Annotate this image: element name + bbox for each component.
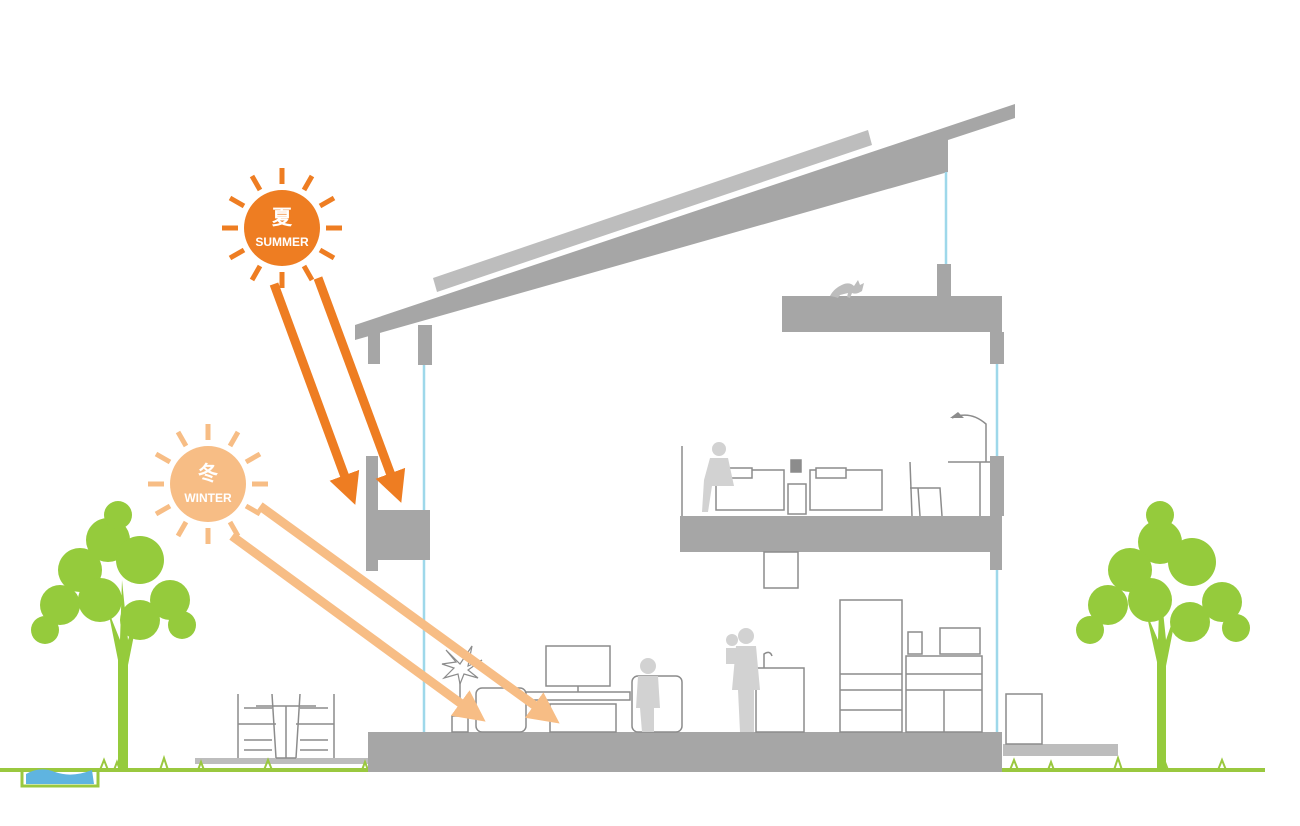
ceiling-duct — [763, 551, 799, 589]
outdoor-ac-unit — [1005, 693, 1043, 745]
people-ground-floor — [636, 628, 760, 732]
tv-stand — [525, 691, 631, 701]
summer-rays — [269, 276, 406, 505]
glazing — [422, 172, 999, 732]
tv-screen — [545, 645, 611, 687]
clerestory-post — [937, 264, 951, 298]
ground-floor-slab — [368, 732, 1002, 772]
summer-sun: 夏 SUMMER — [222, 168, 342, 288]
winter-sun: 冬 WINTER — [148, 424, 268, 544]
winter-ray-1 — [229, 532, 486, 722]
summer-sun-rays-icon — [222, 168, 342, 288]
summer-ray-1 — [269, 282, 360, 505]
second-floor-slab — [680, 516, 1002, 570]
pond-water — [26, 769, 94, 784]
second-floor-wall-right — [990, 456, 1004, 516]
pond-edge — [0, 768, 100, 788]
terrace-ground-right — [1003, 744, 1118, 756]
summer-kanji: 夏 — [272, 205, 293, 229]
summer-label: SUMMER — [255, 235, 309, 249]
coffee-table — [549, 703, 617, 733]
desk-and-lamp — [948, 414, 990, 516]
rice-cooker — [907, 631, 923, 655]
child-silhouette — [636, 676, 660, 732]
microwave — [939, 627, 981, 655]
terrace-ground-left — [195, 758, 370, 764]
terrace-furniture — [237, 693, 335, 759]
kitchen-sink — [755, 667, 805, 733]
lamp-icon — [790, 459, 802, 473]
terrace-chair-right — [295, 693, 335, 759]
winter-sun-rays-icon — [148, 424, 268, 544]
summer-ray-2 — [313, 276, 406, 503]
winter-ray-2 — [257, 502, 560, 724]
roof-post-left — [368, 330, 380, 364]
loft-slab — [782, 296, 1002, 332]
winter-rays — [229, 502, 560, 724]
tree-left — [31, 501, 196, 770]
parent-with-baby — [732, 646, 760, 732]
winter-sun-disc — [170, 446, 246, 522]
house-structure — [355, 104, 1015, 772]
winter-kanji: 冬 — [198, 461, 218, 485]
living-furniture — [475, 599, 1043, 745]
roof-slab — [355, 104, 1015, 340]
summer-sun-disc — [244, 190, 320, 266]
terrace-table — [256, 705, 316, 759]
nightstand — [787, 483, 807, 515]
winter-label: WINTER — [184, 491, 232, 505]
bedroom-furniture — [681, 412, 990, 517]
overhang-block — [366, 510, 430, 560]
cat-silhouette — [830, 280, 864, 298]
chair — [909, 461, 943, 517]
refrigerator — [839, 599, 903, 733]
terrace-chair-left — [237, 693, 277, 759]
roof-post-right — [418, 325, 432, 365]
solar-panel — [433, 130, 872, 292]
tree-right — [1076, 501, 1250, 770]
loft-post — [990, 332, 1004, 364]
person-sitting-bed — [702, 442, 734, 512]
